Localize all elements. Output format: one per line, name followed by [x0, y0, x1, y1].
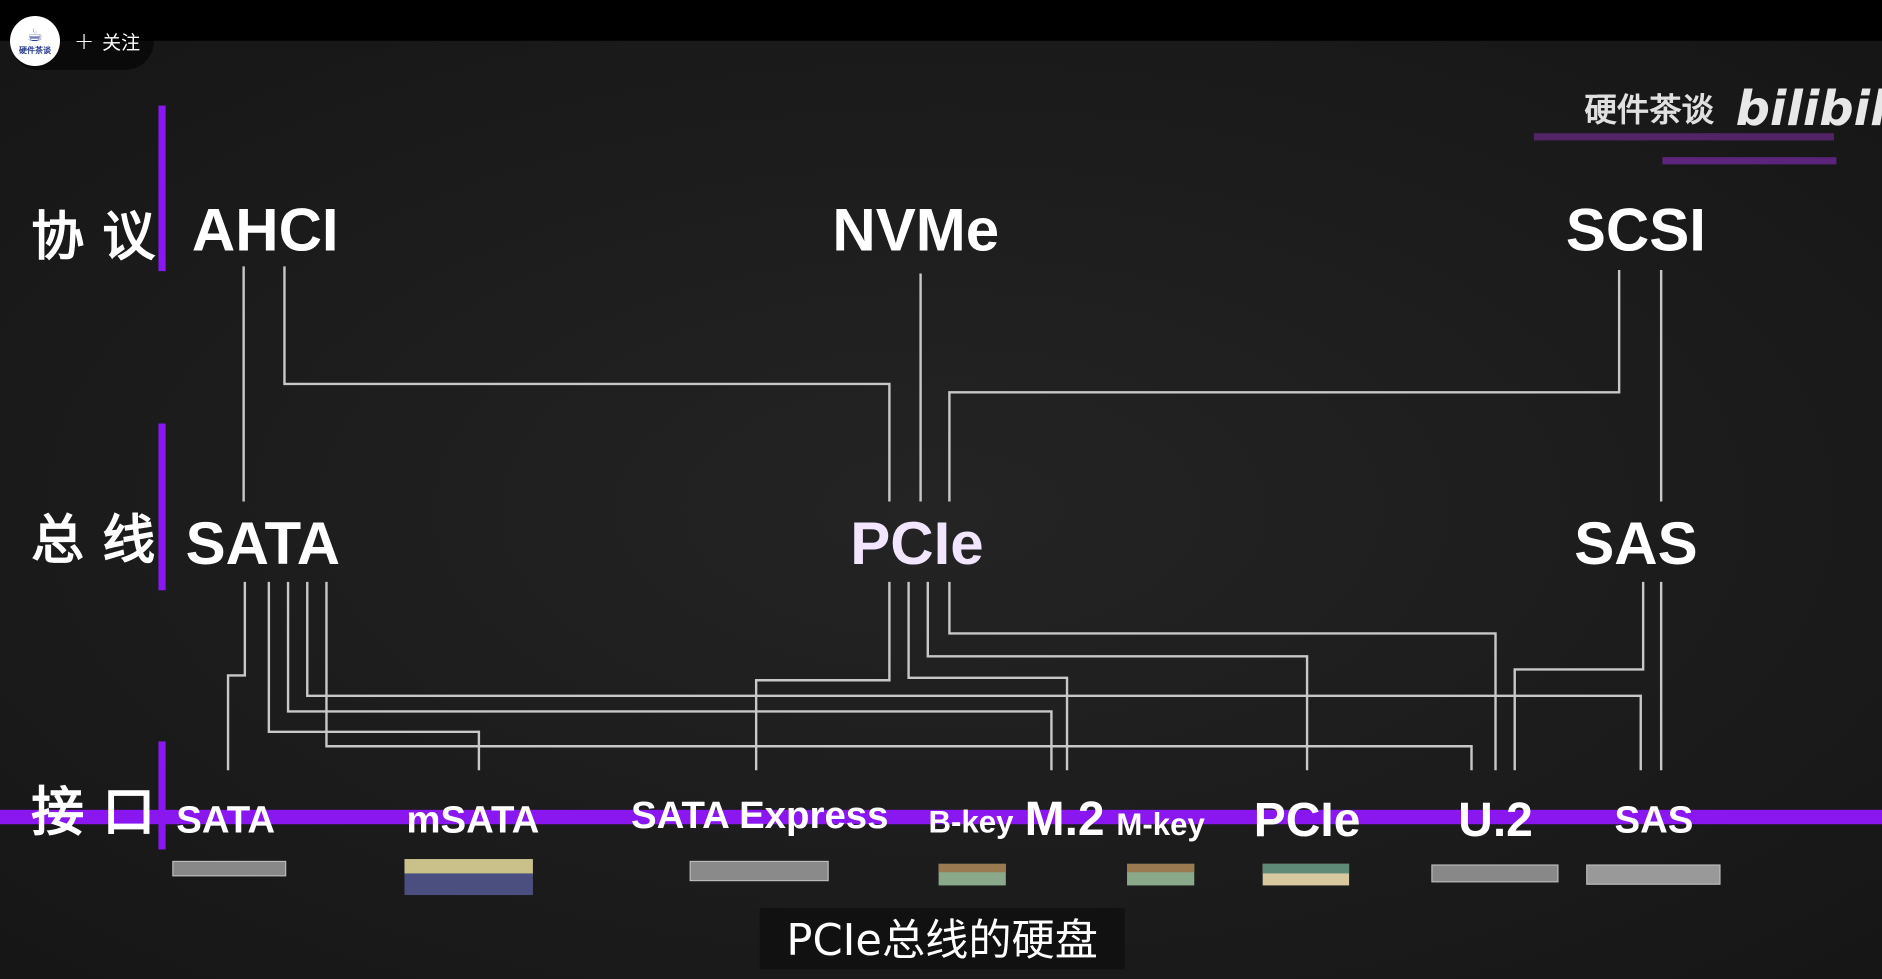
- follow-button[interactable]: + 关注: [74, 27, 140, 55]
- bus-sas: SAS: [1574, 510, 1697, 577]
- sata-express-connector-image: [689, 860, 829, 882]
- bilibili-logo: bilibili: [1736, 81, 1882, 137]
- row-label-interface: 接 口: [31, 782, 155, 843]
- u2-connector-image: [1431, 864, 1559, 883]
- connection-lines: [226, 266, 1663, 771]
- interface-sata-express: SATA Express: [631, 794, 889, 837]
- top-bar: [0, 0, 1882, 41]
- row-label-bus: 总 线: [31, 510, 155, 571]
- bus-pcie: PCIe: [850, 510, 983, 577]
- sas-connector-image: [1586, 864, 1721, 885]
- subtitle-box: [759, 908, 1125, 970]
- follow-label: 关注: [102, 31, 141, 54]
- row-label-protocol: 协 议: [31, 206, 156, 267]
- avatar-text: 硬件茶谈: [19, 45, 51, 55]
- interface-m2-mkey: M-key: [1116, 807, 1205, 842]
- interface-m2: M.2: [1025, 793, 1105, 846]
- interface-m2-bkey: B-key: [929, 805, 1015, 840]
- channel-avatar[interactable]: ☕ 硬件茶谈: [10, 16, 60, 66]
- sata-connector-image: [172, 860, 287, 877]
- interface-sas: SAS: [1614, 799, 1693, 842]
- bus-sata: SATA: [186, 510, 340, 577]
- msata-card-image: [404, 859, 533, 876]
- teapot-icon: ☕: [26, 24, 44, 46]
- accent-bars: [0, 105, 1882, 850]
- interface-msata: mSATA: [406, 799, 539, 842]
- interface-pcie: PCIe: [1254, 794, 1361, 847]
- watermark-text: 硬件茶谈: [1584, 91, 1714, 129]
- channel-watermark: 硬件茶谈 bilibili: [1533, 81, 1882, 165]
- interface-sata: SATA: [176, 799, 275, 842]
- subtitle-text: PCIe总线的硬盘: [786, 916, 1098, 966]
- protocol-scsi: SCSI: [1566, 197, 1706, 264]
- interface-u2: U.2: [1458, 794, 1533, 847]
- protocol-nvme: NVMe: [832, 197, 999, 264]
- channel-follow-widget: ☕ 硬件茶谈 + 关注: [10, 12, 155, 70]
- connector-images: [172, 859, 1721, 896]
- plus-icon: +: [74, 27, 95, 55]
- protocol-ahci: AHCI: [192, 197, 339, 264]
